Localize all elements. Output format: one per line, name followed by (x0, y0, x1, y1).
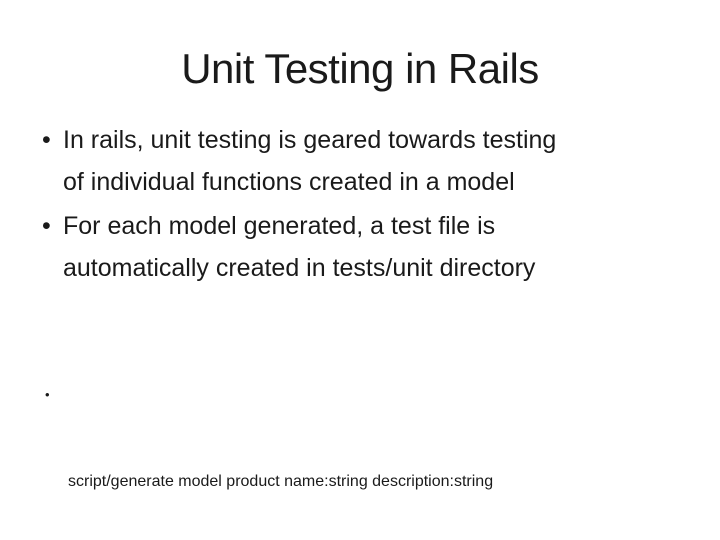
bullet-list: • In rails, unit testing is geared towar… (42, 119, 682, 289)
generate-command: script/generate model product name:strin… (68, 473, 494, 490)
code-output-section: • script/generate model product name:str… (0, 293, 720, 540)
bullet-item-2: • For each model generated, a test file … (42, 205, 682, 289)
bullet-item-1: • In rails, unit testing is geared towar… (42, 119, 682, 203)
bullet-icon: • (45, 387, 50, 402)
code-command-row: • script/generate model product name:str… (0, 380, 720, 540)
bullet-1-text-line-1: In rails, unit testing is geared towards… (63, 126, 557, 154)
slide-title: Unit Testing in Rails (181, 45, 539, 92)
bullet-2-text-line-1: For each model generated, a test file is (63, 212, 496, 240)
bullet-1-text-line-2: of individual functions created in a mod… (63, 168, 515, 196)
bullet-icon: • (42, 212, 51, 240)
bullet-2-text-line-2: automatically created in tests/unit dire… (63, 254, 536, 282)
bullet-icon: • (42, 126, 51, 154)
